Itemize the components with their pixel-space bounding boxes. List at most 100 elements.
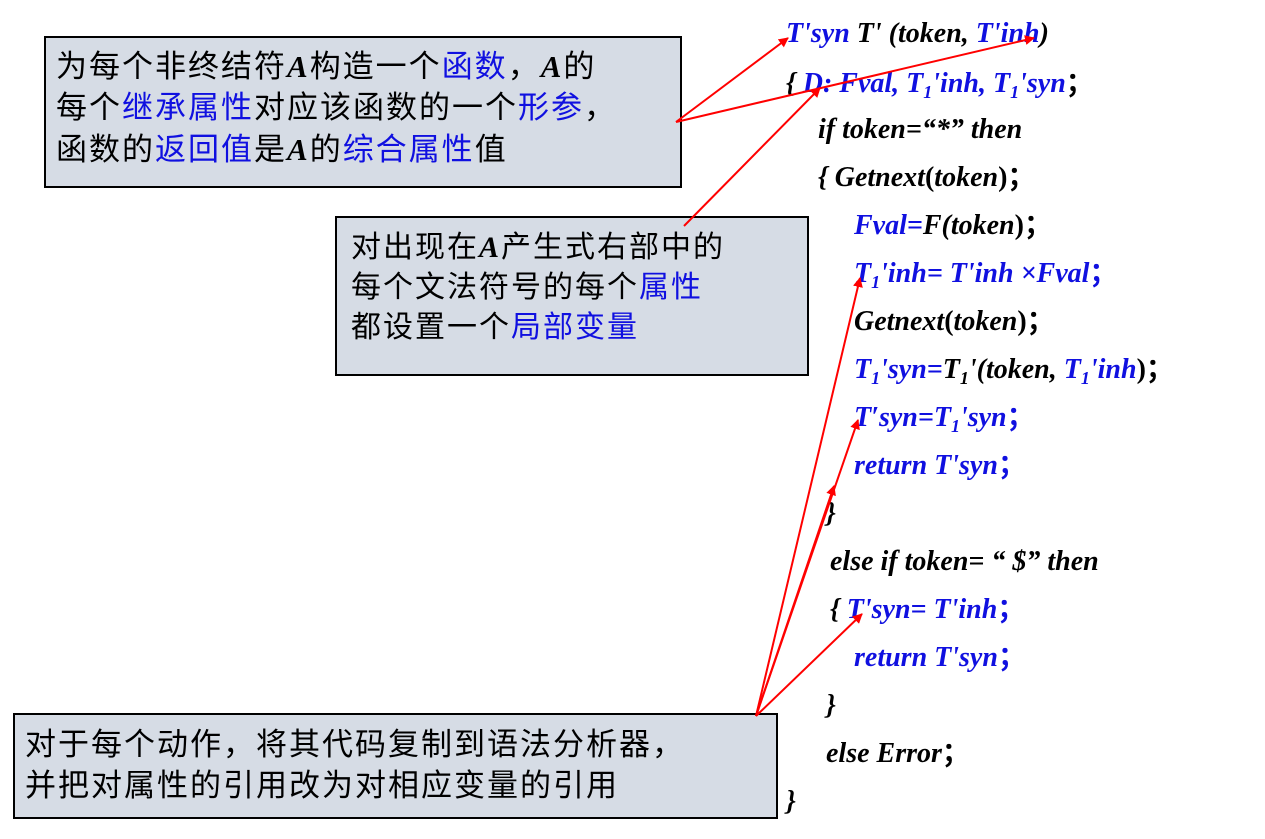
code-token: ； [1089,258,1118,289]
arrow-to-function-name [675,37,789,123]
code-subscript: 1 [959,368,969,388]
text-highlight: 属性 [639,269,703,305]
code-token: return T'syn [854,450,998,481]
code-line-2: { D: Fval, T1'inh, T1'syn； [786,68,1094,102]
text-highlight: 返回值 [155,132,254,169]
code-token: token, [898,18,976,49]
code-line-8: T1'syn=T1'(token, T1'inh)； [854,354,1174,388]
code-token: )； [998,162,1036,193]
code-token: Fval= [854,210,923,241]
code-token: D: Fval, T [802,68,924,99]
text-highlight: 综合属性 [342,132,475,169]
code-token: ； [997,642,1026,673]
code-token: token [934,162,999,193]
code-token: ； [941,738,970,769]
code-subscript: 1 [1010,82,1020,102]
text: 每个文法符号的每个 [351,269,639,305]
code-subscript: 1 [923,82,933,102]
code-token: Getnext [834,162,925,193]
code-line-1: T'syn T' (token, T'inh) [786,20,1049,48]
code-token: F(token [922,210,1015,241]
code-line-17: } [786,786,796,817]
code-token: 'syn= [880,354,943,385]
code-token: )； [1014,210,1052,241]
code-token: Getnext [854,306,945,337]
code-line-4: { Getnext(token)； [818,164,1035,192]
text: 值 [474,132,508,169]
code-line-6: T1'inh= T'inh ×Fval； [854,258,1118,292]
code-token: T'syn= T'inh [846,594,998,625]
text-a: A [540,49,564,84]
code-token: T [854,258,872,289]
code-token: ； [997,450,1026,481]
note2-line1: 对出现在A产生式右部中的 [351,228,807,268]
code-token: T [854,354,872,385]
text: 都设置一个 [351,309,511,345]
code-token: 'inh [1089,354,1137,385]
code-line-11: } [826,498,836,529]
code-token: )； [1136,354,1174,385]
text: 的 [563,49,597,85]
note2-line3: 都设置一个局部变量 [351,308,807,348]
note3-line2: 并把对属性的引用改为对相应变量的引用 [25,768,619,805]
code-token: ； [997,594,1026,625]
code-token: 'inh, T [932,68,1011,99]
code-subscript: 1 [950,416,960,436]
code-token: return T'syn [854,642,998,673]
arrow-to-return [755,485,836,717]
text-highlight: 形参 [518,90,584,127]
code-token: { [830,594,847,625]
code-line-9: T′syn=T1'syn； [854,402,1035,436]
code-token: { [818,162,835,193]
text: 的 [309,132,343,169]
text-highlight: 继承属性 [122,90,254,127]
text: 对应该函数的一个 [254,90,518,127]
code-token: '(token, [968,354,1064,385]
code-token: T [942,354,960,385]
note1-line1: 为每个非终结符A构造一个函数，A的 [56,46,680,88]
note-function-per-nonterminal: 为每个非终结符A构造一个函数，A的 每个继承属性对应该函数的一个形参， 函数的返… [44,36,682,188]
code-token: 'inh= T'inh ×Fval [880,258,1090,289]
note-copy-actions: 对于每个动作，将其代码复制到语法分析器， 并把对属性的引用改为对相应变量的引用 [13,713,778,819]
arrow-to-else-tsyn [755,613,863,717]
code-token: else Error [826,738,942,769]
code-line-3: if token=“*” then [818,114,1023,145]
text-a: A [287,132,310,168]
code-line-7: Getnext(token)； [854,308,1055,336]
text: 是 [254,132,287,169]
code-token: ( [881,18,898,49]
code-token: T'syn [786,18,850,49]
code-subscript: 1 [871,368,881,388]
text-a: A [479,231,502,264]
code-token: ) [1039,18,1049,49]
text: ， [584,90,617,127]
code-token: )； [1017,306,1055,337]
code-line-10: return T'syn； [854,452,1026,480]
code-token: 'syn [1019,68,1066,99]
code-token: ( [924,162,935,193]
text-a: A [287,49,310,84]
note2-line2: 每个文法符号的每个属性 [351,268,807,308]
code-token: T [1063,354,1081,385]
code-token: T′syn=T [854,402,951,433]
note1-line2: 每个继承属性对应该函数的一个形参， [56,88,680,129]
code-token: 'syn [959,402,1007,433]
code-line-12: else if token= “ $” then [830,546,1099,577]
code-token: ； [1006,402,1035,433]
text: 构造一个 [309,49,442,85]
code-token: T'inh [975,18,1040,49]
text: 产生式右部中的 [501,230,726,265]
note1-line3: 函数的返回值是A的综合属性值 [56,129,680,171]
arrow-to-local-decl [683,87,821,227]
code-line-5: Fval=F(token)； [854,212,1052,240]
note3-line1: 对于每个动作，将其代码复制到语法分析器， [25,727,685,763]
text: 函数的 [56,132,155,169]
text: 对出现在 [351,230,479,265]
code-token: ( [944,306,954,337]
text: ， [507,49,541,85]
text: 每个 [56,90,122,127]
code-token: ； [1065,68,1094,99]
text-highlight: 函数 [441,49,508,85]
text: 为每个非终结符 [56,49,287,85]
code-token: T' [856,18,882,49]
